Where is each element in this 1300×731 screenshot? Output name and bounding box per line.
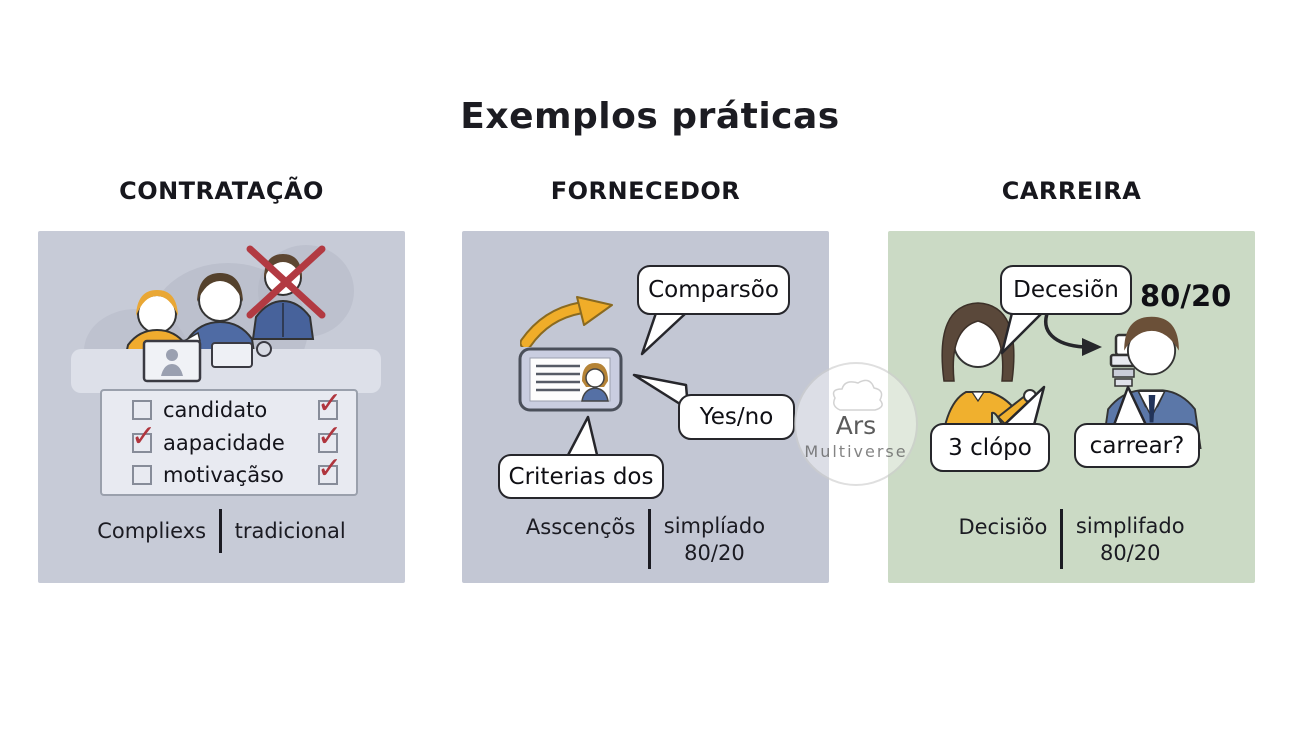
check-mark-icon: ✓ (317, 418, 343, 454)
checkbox-icon: ✓ (132, 400, 152, 420)
bubble-tail (1002, 385, 1046, 427)
bubble-tail (1112, 385, 1148, 427)
checklist-label: candidato (163, 398, 268, 422)
heading-contratacao: CONTRATAÇÃO (119, 177, 324, 205)
footer-divider (219, 509, 222, 553)
watermark-line2: Multiverse (804, 442, 908, 461)
checklist-row: ✓ aapacidade ✓ (102, 421, 356, 458)
check-mark-icon: ✓ (317, 386, 343, 421)
footer-left-label: Compliexs (97, 519, 207, 543)
checklist-label: aapacidade (163, 430, 285, 455)
speech-bubble-3clopo: 3 clópo (930, 423, 1050, 472)
checkbox-icon: ✓ (317, 421, 342, 453)
panel-carreira: Decesiõn 80/20 3 clópo carrear? Decisiõo… (888, 231, 1255, 583)
footer-left-label: Decisiõo (958, 515, 1048, 539)
watermark-line1: Ars (835, 411, 877, 440)
checklist-label: motivaçãso (163, 463, 284, 487)
decision-arrow-icon (1044, 309, 1102, 356)
page-title: Exemplos práticas (460, 96, 840, 137)
watermark: Ars Multiverse (794, 362, 918, 486)
bubble-tail (640, 311, 688, 356)
person-portrait-icon (581, 363, 609, 402)
speech-bubble-comparison: Comparsõo (637, 265, 790, 315)
footer-right-label: simplíado 80/20 (664, 509, 765, 567)
candidate-checklist: ✓ candidato ✓ ✓ aapacidade ✓ ✓ motivaçãs… (100, 389, 358, 496)
ratio-8020-label: 80/20 (1140, 279, 1232, 313)
checklist-row: ✓ motivaçãso ✓ (102, 454, 356, 491)
speech-bubble-career: carrear? (1074, 423, 1200, 468)
checkbox-icon: ✓ (317, 454, 342, 485)
hiring-interview-illustration (71, 245, 381, 393)
cloud-icon (832, 379, 883, 411)
check-mark-icon: ✓ (317, 451, 343, 486)
laptop-icon (142, 339, 202, 383)
speech-bubble-yesno: Yes/no (678, 394, 795, 440)
footer-right-line2: 80/20 (1099, 541, 1161, 565)
check-mark-icon: ✓ (131, 418, 157, 454)
checkbox-icon: ✓ (132, 465, 152, 485)
panel-contratacao: ✓ candidato ✓ ✓ aapacidade ✓ ✓ motivaçãs… (38, 231, 405, 583)
panel-footer: Asscençõs simplíado 80/20 (462, 509, 829, 569)
checkbox-icon: ✓ (131, 421, 156, 453)
bubble-tail (1000, 311, 1044, 355)
panel-footer: Compliexs tradicional (38, 509, 405, 553)
footer-left-label: Asscençõs (525, 515, 636, 539)
footer-divider (1060, 509, 1063, 569)
footer-right-line2: 80/20 (684, 541, 745, 565)
speech-bubble-decision: Decesiõn (1000, 265, 1132, 315)
panel-footer: Decisiõo simplifado 80/20 (888, 509, 1255, 569)
footer-right-line1: simplíado (663, 514, 766, 538)
documents-icon (211, 341, 272, 368)
checklist-row: ✓ candidato ✓ (102, 389, 356, 426)
growth-arrow-icon (520, 296, 613, 347)
footer-divider (648, 509, 651, 569)
footer-right-line1: simplifado (1075, 514, 1185, 538)
heading-fornecedor: FORNECEDOR (550, 177, 741, 205)
resume-card-icon (518, 347, 623, 412)
checkbox-icon: ✓ (317, 389, 342, 420)
heading-carreira: CARREIRA (1001, 177, 1142, 205)
speech-bubble-criteria: Criterias dos (498, 454, 664, 499)
footer-right-label: tradicional (234, 519, 346, 543)
red-x-icon (246, 245, 326, 319)
panel-fornecedor: Comparsõo Yes/no Criterias dos Asscençõs… (462, 231, 829, 583)
footer-right-label: simplifado 80/20 (1076, 509, 1185, 567)
